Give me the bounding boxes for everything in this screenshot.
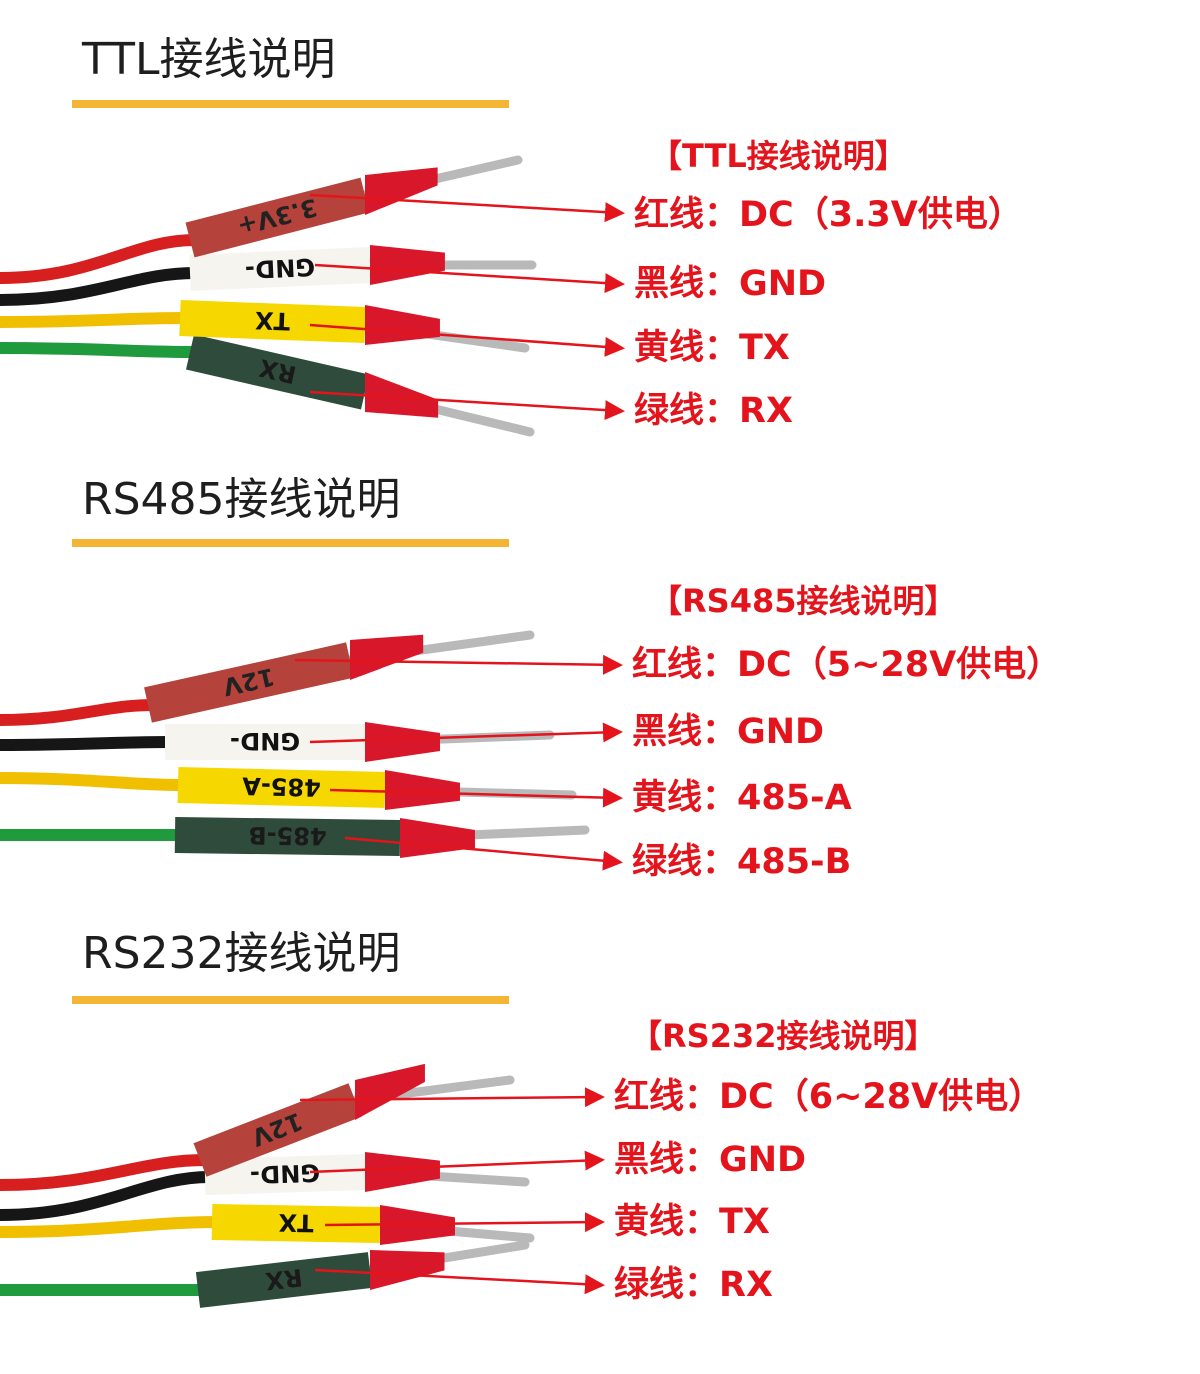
title-underline (72, 996, 509, 1004)
yellow-pointer-arrow (324, 1212, 605, 1233)
section-title-rs232: RS232接线说明 (82, 928, 401, 979)
red-pointer-arrow (299, 1087, 605, 1108)
label-green-wire: 绿线：RX (634, 391, 793, 431)
label-yellow-wire: 黄线：TX (634, 328, 790, 368)
yellow-heat-shrink-sleeve (177, 767, 386, 808)
green-sleeve-label: RX (263, 1263, 303, 1295)
title-underline (72, 100, 509, 108)
black-wire (0, 1171, 211, 1221)
red-pointer-arrow (309, 193, 625, 223)
black-sleeve-label: GND- (249, 1158, 320, 1188)
yellow-sleeve-label: TX (278, 1208, 314, 1237)
green-wire (0, 342, 196, 358)
yellow-sleeve-label: TX (254, 306, 290, 335)
black-ferrule (365, 1152, 440, 1192)
red-ferrule (365, 167, 438, 215)
red-ferrule (350, 634, 424, 680)
black-pointer-arrow (309, 1150, 605, 1174)
green-ferrule (370, 1250, 445, 1290)
black-wire (0, 736, 171, 751)
green-heat-shrink-sleeve (195, 1252, 373, 1308)
yellow-wire (0, 772, 184, 791)
label-green-wire: 绿线：485-B (632, 842, 852, 882)
label-black-wire: 黑线：GND (614, 1140, 807, 1180)
green-heat-shrink-sleeve (185, 334, 370, 410)
black-sleeve-label: GND- (244, 252, 315, 283)
black-ferrule (370, 245, 445, 285)
label-yellow-wire: 黄线：TX (614, 1202, 770, 1242)
yellow-wire (0, 1216, 218, 1238)
yellow-ferrule (365, 305, 440, 345)
black-ferrule (365, 722, 440, 762)
yellow-pointer-arrow (329, 787, 623, 808)
black-heat-shrink-sleeve (204, 1154, 366, 1195)
green-ferrule (365, 372, 439, 418)
section-title-rs485: RS485接线说明 (82, 474, 401, 525)
green-ferrule (400, 818, 475, 858)
label-red-wire: 红线：DC（3.3V供电） (634, 195, 1023, 235)
title-underline (72, 539, 509, 547)
label-black-wire: 黑线：GND (634, 264, 827, 304)
yellow-wire (0, 312, 186, 328)
yellow-pointer-arrow (309, 323, 625, 357)
yellow-ferrule (385, 770, 460, 810)
label-green-wire: 绿线：RX (614, 1265, 773, 1305)
red-pointer-arrow (294, 654, 623, 675)
green-pointer-arrow (314, 1268, 605, 1295)
red-heat-shrink-sleeve (193, 1083, 362, 1177)
red-wire (0, 1154, 206, 1191)
green-sleeve-label: 485-B (248, 821, 327, 850)
black-pointer-arrow (314, 263, 625, 294)
black-wire (0, 267, 196, 306)
red-heat-shrink-sleeve (144, 642, 354, 723)
section-title-ttl: TTL接线说明 (82, 34, 336, 85)
label-yellow-wire: 黄线：485-A (632, 778, 852, 818)
black-pointer-arrow (309, 722, 623, 744)
green-pointer-arrow (309, 390, 625, 421)
green-pointer-arrow (344, 836, 623, 871)
label-red-wire: 红线：DC（6~28V供电） (614, 1077, 1044, 1117)
diagram-header-rs485: 【RS485接线说明】 (650, 582, 957, 620)
red-wire (0, 699, 154, 726)
diagram-header-rs232: 【RS232接线说明】 (630, 1017, 937, 1055)
label-black-wire: 黑线：GND (632, 712, 825, 752)
red-wire (0, 234, 196, 284)
label-red-wire: 红线：DC（5~28V供电） (632, 645, 1062, 685)
diagram-header-ttl: 【TTL接线说明】 (650, 137, 907, 175)
yellow-sleeve-label: 485-A (241, 772, 321, 802)
green-heat-shrink-sleeve (174, 817, 401, 856)
red-heat-shrink-sleeve (185, 177, 370, 258)
yellow-heat-shrink-sleeve (179, 300, 366, 343)
red-ferrule (355, 1063, 425, 1120)
black-sleeve-label: GND- (230, 727, 300, 755)
